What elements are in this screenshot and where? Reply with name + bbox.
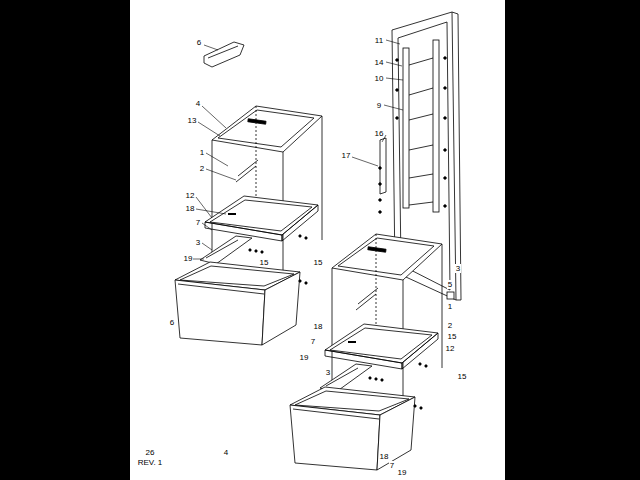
callout-number: 4	[195, 99, 201, 108]
callout-number: 7	[389, 461, 395, 470]
callout-number: 14	[374, 58, 385, 67]
callout-number: 3	[195, 238, 201, 247]
callout-number: 26	[145, 448, 156, 457]
callout-number: 15	[313, 258, 324, 267]
callout-number: 1	[199, 148, 205, 157]
leader-line	[192, 40, 403, 259]
shelf-assembly	[200, 106, 322, 272]
callout-number: REV. 1	[137, 458, 164, 467]
callout-number: 15	[457, 372, 468, 381]
callout-number: 7	[195, 218, 201, 227]
callout-number: 18	[379, 452, 390, 461]
callout-number: 2	[447, 321, 453, 330]
callout-number: 17	[341, 151, 352, 160]
callout-number: 2	[199, 164, 205, 173]
callout-number: 19	[299, 353, 310, 362]
crisper-pan	[175, 262, 307, 345]
callout-number: 6	[169, 318, 175, 327]
callout-number: 18	[185, 204, 196, 213]
door-handle	[204, 42, 244, 67]
door-strip	[379, 138, 386, 213]
callout-number: 4	[223, 448, 229, 457]
callout-number: 5	[447, 280, 453, 289]
callout-number: 7	[310, 337, 316, 346]
crisper-pan	[290, 387, 422, 470]
callout-number: 19	[183, 254, 194, 263]
callout-number: 3	[455, 264, 461, 273]
callout-number: 1	[447, 302, 453, 311]
black-margin	[0, 0, 130, 480]
shelf-assembly	[320, 234, 442, 400]
callout-number: 13	[187, 116, 198, 125]
callout-number: 12	[445, 344, 456, 353]
callout-number: 3	[325, 368, 331, 377]
callout-number: 16	[374, 129, 385, 138]
callout-number: 6	[196, 38, 202, 47]
callout-number: 18	[313, 322, 324, 331]
callout-number: 10	[374, 74, 385, 83]
callout-number: 12	[185, 191, 196, 200]
callout-number: 9	[376, 101, 382, 110]
callout-number: 11	[374, 36, 384, 45]
callout-number: 19	[397, 468, 408, 477]
black-margin	[505, 0, 640, 480]
callout-number: 15	[259, 258, 270, 267]
callout-number: 15	[447, 332, 458, 341]
